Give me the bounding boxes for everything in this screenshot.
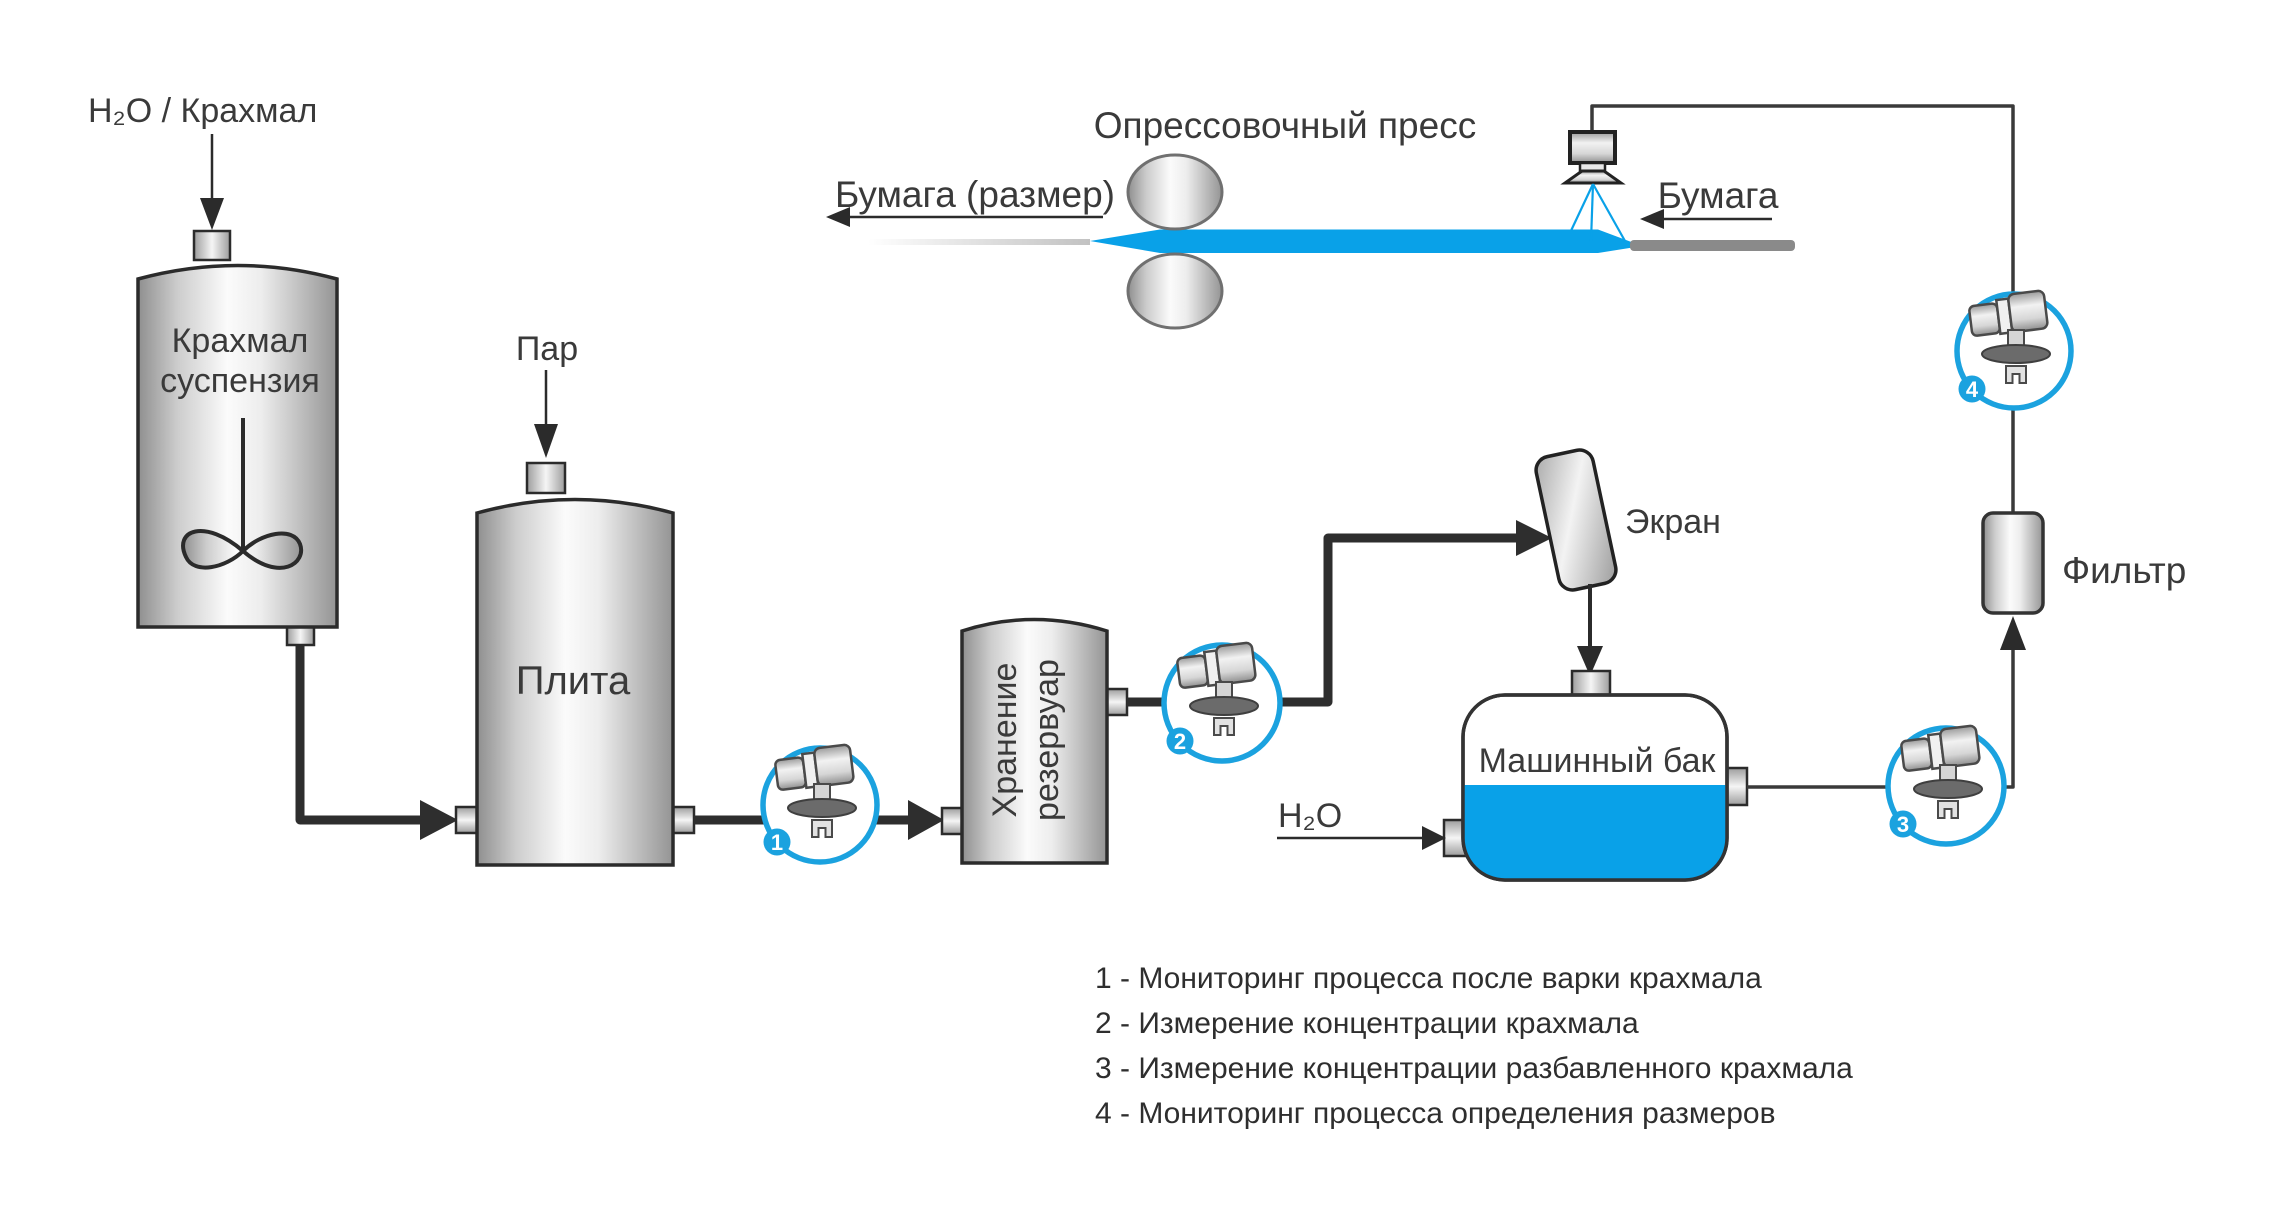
press-title: Опрессовочный пресс <box>1094 105 1476 146</box>
spray-head-box <box>1568 130 1617 165</box>
raw-paper-line <box>1630 240 1795 251</box>
sensor-3: 3 <box>1885 723 2007 847</box>
cooker-left-nozzle <box>454 805 480 835</box>
sensor-3-badge <box>1889 810 1917 838</box>
machine-tank-liquid <box>1463 785 1727 880</box>
sized-paper-stream <box>1090 229 1642 253</box>
storage-label-line1: Хранение <box>986 663 1024 818</box>
filter-body <box>1981 511 2045 615</box>
steam-label: Пар <box>516 330 578 368</box>
storage-tank: Хранение резервуар <box>940 617 1129 865</box>
press-roller-bottom <box>1126 252 1224 330</box>
steam-arrowhead <box>534 424 558 458</box>
sensor-4-number: 4 <box>1966 377 1979 402</box>
arrowhead-into-screen <box>1516 520 1552 556</box>
machine-top-nozzle <box>1570 669 1612 699</box>
cooker-top-nozzle <box>525 461 567 495</box>
cooker-label: Плита <box>516 659 631 703</box>
pipe-filter-to-spray <box>1590 104 2015 513</box>
paper-out-label: Бумага (размер) <box>835 174 1115 215</box>
cooker-right-nozzle <box>670 805 696 835</box>
spray-jets-icon <box>1568 183 1626 242</box>
slurry-tank-top-nozzle <box>192 229 232 262</box>
arrowhead-into-filter <box>2000 616 2026 650</box>
sensor-4-badge <box>1958 375 1986 403</box>
screen-plate <box>1534 448 1618 592</box>
sensor-3-number: 3 <box>1897 812 1909 837</box>
slurry-tank-body <box>136 263 339 629</box>
filter-unit: Фильтр <box>1981 511 2186 615</box>
arrowhead-into-storage <box>908 800 944 840</box>
paper-in-arrowhead <box>1640 209 1664 229</box>
sized-paper-out-line <box>868 239 1090 245</box>
pipe-machine-to-filter <box>1747 648 2015 789</box>
legend-line-1: 1 - Мониторинг процесса после варки крах… <box>1095 962 1762 995</box>
cooker-tank: Плита <box>454 461 696 867</box>
sensor-1-badge <box>763 828 791 856</box>
sensor-1-number: 1 <box>771 830 783 855</box>
storage-label-line2: резервуар <box>1028 659 1066 821</box>
pipe-slurry-to-cooker <box>295 644 420 825</box>
slurry-tank-label-line2: суспензия <box>160 362 320 400</box>
press-roller-top <box>1126 153 1224 231</box>
filter-label: Фильтр <box>2062 550 2186 591</box>
legend: 1 - Мониторинг процесса после варки крах… <box>1095 962 1853 1130</box>
spray-nozzle-funnel <box>1560 169 1626 185</box>
screen-label: Экран <box>1625 503 1721 541</box>
paper-in-label: Бумага <box>1658 175 1779 216</box>
machine-tank-label: Машинный бак <box>1479 742 1717 780</box>
legend-line-4: 4 - Мониторинг процесса определения разм… <box>1095 1097 1776 1130</box>
machine-tank: Машинный бак <box>1442 669 1749 882</box>
sensor-2-number: 2 <box>1174 729 1186 754</box>
screen-drop-arrowhead <box>1577 646 1603 676</box>
legend-line-2: 2 - Измерение концентрации крахмала <box>1095 1007 1639 1040</box>
feed-input-label: H₂O / Крахмал <box>88 92 317 130</box>
water-arrowhead <box>1422 826 1446 850</box>
cooker-body <box>475 497 675 867</box>
storage-body <box>960 617 1109 865</box>
agitator-propeller-icon <box>181 529 304 570</box>
sensor-2-badge <box>1166 727 1194 755</box>
arrowhead-into-cooker <box>420 800 458 840</box>
water-label: H₂O <box>1278 797 1342 835</box>
spray-applicator <box>1560 130 1626 242</box>
sensor-2: 2 <box>1161 640 1283 764</box>
slurry-tank-label-line1: Крахмал <box>172 322 309 360</box>
paper-out-arrowhead <box>826 207 850 227</box>
legend-line-3: 3 - Измерение концентрации разбавленного… <box>1095 1052 1853 1085</box>
sensor-1: 1 <box>760 742 880 865</box>
feed-input-arrowhead <box>200 198 224 230</box>
slurry-tank: Крахмал суспензия <box>136 229 339 647</box>
sensor-4: 4 <box>1954 288 2074 411</box>
